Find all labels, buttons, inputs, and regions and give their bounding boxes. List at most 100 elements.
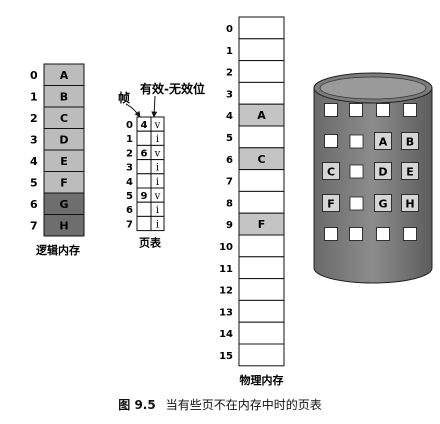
frame-index: 3 xyxy=(226,89,233,100)
page-table-index: 4 xyxy=(126,177,133,188)
physical-frame-cell xyxy=(238,321,285,345)
page-table-index: 3 xyxy=(126,163,133,174)
physical-frame-cell xyxy=(238,169,285,192)
logical-page-label: H xyxy=(59,220,68,233)
disk-page-label: C xyxy=(327,166,335,179)
frame-cell xyxy=(136,159,152,175)
logical-page-label: G xyxy=(59,198,68,211)
valid-bit: v xyxy=(154,148,161,159)
disk-page-label: H xyxy=(405,198,414,211)
frame-index: 6 xyxy=(226,155,233,166)
page-table-index: 7 xyxy=(126,219,133,230)
page-table-index: 2 xyxy=(126,148,133,159)
logical-index: 3 xyxy=(30,134,38,147)
physical-frame-cell xyxy=(238,81,285,105)
frame-index: 4 xyxy=(226,111,233,122)
physical-frame-cell xyxy=(238,125,285,149)
disk-slot xyxy=(349,164,364,179)
page-table-index: 6 xyxy=(126,205,133,216)
frame-index: 9 xyxy=(226,220,233,231)
frame-index: 13 xyxy=(219,307,233,318)
disk-slot xyxy=(374,194,392,212)
page-table-index: 5 xyxy=(126,191,133,202)
disk-slot xyxy=(324,134,338,148)
frame-number: 4 xyxy=(141,120,148,131)
valid-bit: v xyxy=(154,120,161,131)
disk-page-label: A xyxy=(379,136,388,149)
frame-index: 12 xyxy=(219,286,233,297)
valid-bit: i xyxy=(156,134,159,145)
frame-index: 1 xyxy=(226,46,233,57)
frame-cell xyxy=(136,173,152,189)
physical-frame-content: F xyxy=(258,218,266,231)
logical-page-label: A xyxy=(60,69,69,82)
disk-slot xyxy=(349,103,363,117)
logical-page-label: C xyxy=(60,112,68,125)
page-table-index: 0 xyxy=(126,120,133,131)
logical-index: 5 xyxy=(30,177,38,190)
disk-slot xyxy=(322,162,340,180)
logical-index: 7 xyxy=(30,220,38,233)
physical-frame-cell xyxy=(238,38,285,62)
frame-index: 11 xyxy=(219,264,233,275)
valid-bit: i xyxy=(156,205,159,216)
valid-bit: i xyxy=(156,219,159,230)
frame-index: 0 xyxy=(226,24,233,35)
disk-slot xyxy=(349,227,363,241)
page-table-title: 页表 xyxy=(139,236,162,250)
disk-top-inner xyxy=(319,76,427,100)
valid-bit: i xyxy=(156,177,159,188)
valid-bit-cell xyxy=(150,215,165,232)
logical-page-label: E xyxy=(60,155,68,168)
frame-cell xyxy=(136,201,152,217)
disk-slot xyxy=(401,194,419,212)
disk-page-label: G xyxy=(378,198,387,211)
disk-page-label: B xyxy=(406,136,414,149)
physical-frame-cell xyxy=(238,16,285,40)
disk-page-label: E xyxy=(406,166,414,179)
valid-invalid-label: 有效-无效位 xyxy=(140,81,205,96)
disk-slot xyxy=(349,196,364,211)
frame-index: 14 xyxy=(219,329,233,340)
frame-index: 7 xyxy=(226,177,233,188)
disk-slot xyxy=(403,103,417,117)
logical-page-cell xyxy=(43,214,85,237)
disk-slot xyxy=(322,194,340,212)
disk-slot xyxy=(401,132,419,150)
physical-frame-content: A xyxy=(257,109,266,122)
physical-frame-cell xyxy=(238,60,285,83)
frame-pointer-arrow xyxy=(125,103,141,118)
frame-label: 帧 xyxy=(118,90,130,105)
disk-slot xyxy=(374,132,392,150)
physical-frame-cell xyxy=(238,256,285,280)
frame-index: 8 xyxy=(226,198,233,209)
disk-body xyxy=(313,87,433,284)
frame-cell xyxy=(136,215,152,232)
logical-memory-title: 逻辑内存 xyxy=(36,243,80,257)
physical-frame-cell xyxy=(238,190,285,214)
physical-frame-cell xyxy=(238,343,285,367)
frame-index: 2 xyxy=(226,68,233,79)
page-table-index: 1 xyxy=(126,134,133,145)
logical-index: 1 xyxy=(30,91,38,104)
logical-index: 6 xyxy=(30,198,38,211)
disk-slot xyxy=(401,162,419,180)
disk-slot xyxy=(324,227,338,241)
disk-slot xyxy=(376,227,390,241)
disk-slot xyxy=(324,103,338,117)
logical-index: 0 xyxy=(30,69,38,82)
physical-frame-cell xyxy=(238,299,285,323)
caption-text: 当有些页不在内存中时的页表 xyxy=(165,398,322,412)
frame-index: 10 xyxy=(219,242,233,253)
valid-bit: i xyxy=(156,163,159,174)
logical-page-label: B xyxy=(60,91,68,104)
physical-frame-content: C xyxy=(257,153,265,166)
disk-page-label: F xyxy=(327,198,335,211)
